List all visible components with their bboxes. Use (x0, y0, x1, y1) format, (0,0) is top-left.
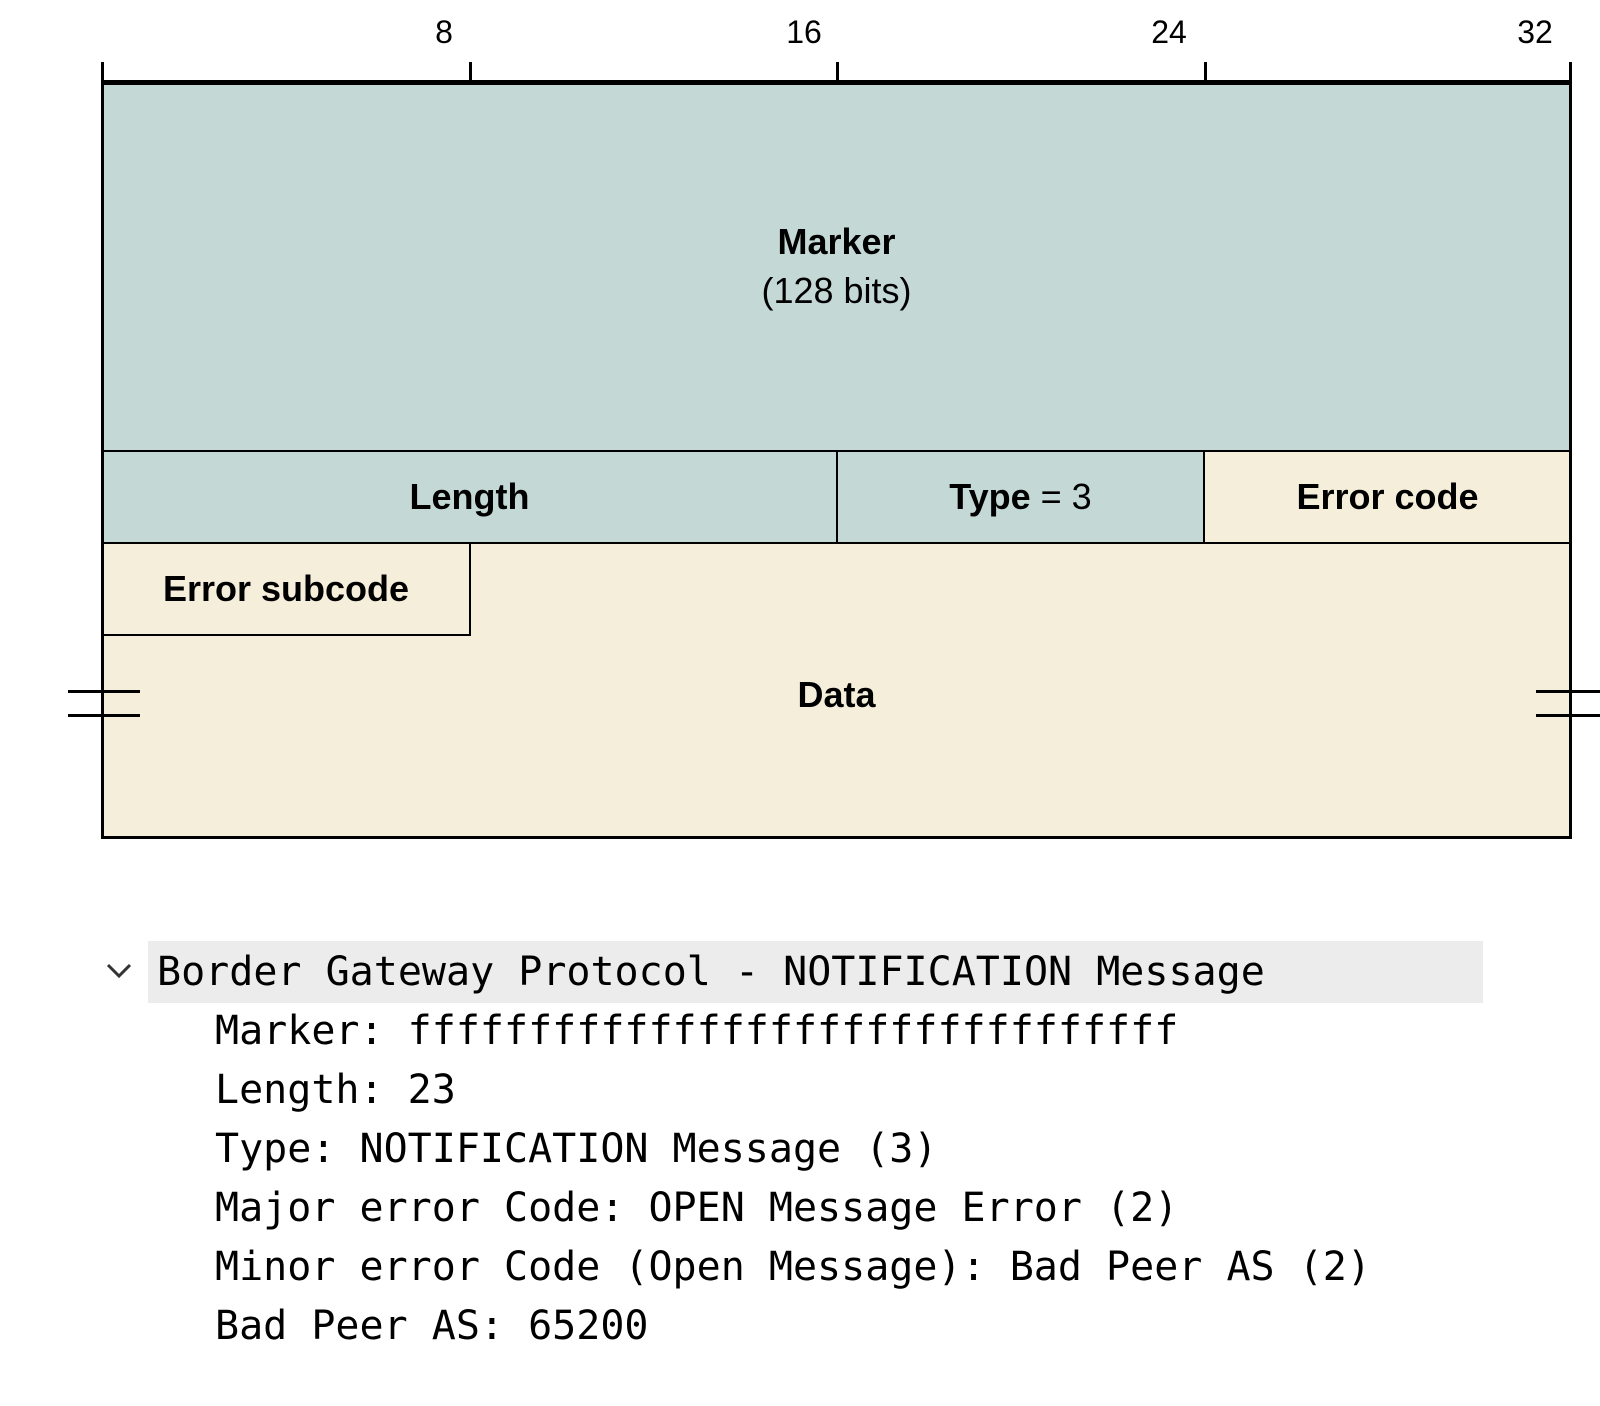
type-field: Type = 3 (837, 451, 1204, 543)
type-field-label: Type (949, 475, 1031, 517)
tick-label-32: 32 (1517, 14, 1553, 50)
type-field-value: = 3 (1040, 475, 1092, 517)
left-break-mark (68, 688, 140, 722)
tree-line-type[interactable]: Type: NOTIFICATION Message (3) (215, 1126, 938, 1172)
error-code-field-label: Error code (1296, 475, 1479, 517)
divider-subcode-right (469, 543, 471, 635)
right-break-mark (1536, 688, 1600, 722)
tree-header-text[interactable]: Border Gateway Protocol - NOTIFICATION M… (157, 949, 1265, 995)
divider-subcode-bottom (102, 634, 471, 636)
chevron-down-icon[interactable] (102, 954, 136, 988)
tick-24 (1204, 62, 1207, 82)
length-field: Length (102, 451, 837, 543)
tick-32 (1569, 62, 1572, 82)
divider-type-errorcode (1203, 451, 1205, 543)
length-field-label: Length (409, 475, 530, 517)
marker-field: Marker (128 bits) (102, 83, 1571, 451)
tree-line-bad-peer-as[interactable]: Bad Peer AS: 65200 (215, 1303, 649, 1349)
tick-16 (836, 62, 839, 82)
tree-line-length[interactable]: Length: 23 (215, 1067, 456, 1113)
tick-label-8: 8 (435, 14, 453, 50)
error-code-field: Error code (1204, 451, 1571, 543)
tree-line-marker[interactable]: Marker: ffffffffffffffffffffffffffffffff (215, 1008, 1179, 1054)
error-subcode-field-label: Error subcode (162, 567, 410, 609)
tick-label-24: 24 (1151, 14, 1187, 50)
tick-8 (469, 62, 472, 82)
marker-field-label: Marker (777, 221, 896, 263)
marker-field-size: (128 bits) (761, 270, 912, 311)
divider-row2-bottom (102, 542, 1571, 544)
tick-0 (101, 62, 104, 82)
data-field-label: Data (797, 673, 876, 715)
tree-line-minor-error-code[interactable]: Minor error Code (Open Message): Bad Pee… (215, 1244, 1371, 1290)
error-subcode-field: Error subcode (102, 543, 470, 635)
divider-length-type (836, 451, 838, 543)
tree-header-row[interactable] (148, 941, 1483, 1003)
tick-label-16: 16 (786, 14, 822, 50)
tree-line-major-error-code[interactable]: Major error Code: OPEN Message Error (2) (215, 1185, 1179, 1231)
